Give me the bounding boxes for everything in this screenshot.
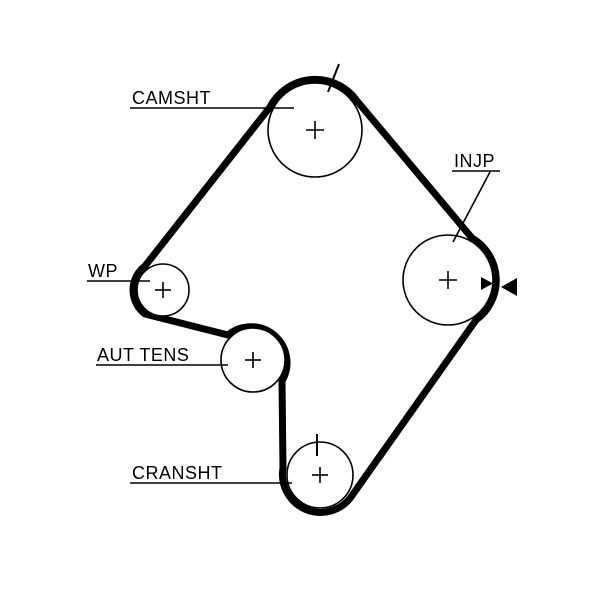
- water-pump-center-cross: [155, 282, 171, 298]
- crankshaft-center-cross: [312, 467, 328, 483]
- timing-belt-path: [129, 75, 500, 516]
- injection-pump-center-cross: [439, 271, 457, 289]
- tension-arrow-right-icon: [481, 277, 493, 290]
- injection-pump-leader-line: [452, 170, 500, 243]
- crankshaft-label: CRANSHT: [132, 463, 223, 483]
- water-pump-label: WP: [88, 261, 118, 281]
- auto-tensioner-center-cross: [245, 352, 261, 368]
- injection-pump-label: INJP: [454, 151, 495, 171]
- camshaft-timing-mark: [327, 63, 340, 93]
- auto-tensioner-label: AUT TENS: [97, 345, 189, 365]
- camshaft-center-cross: [306, 121, 324, 139]
- camshaft-label: CAMSHT: [132, 88, 211, 108]
- tension-arrow-left-icon: [501, 278, 517, 296]
